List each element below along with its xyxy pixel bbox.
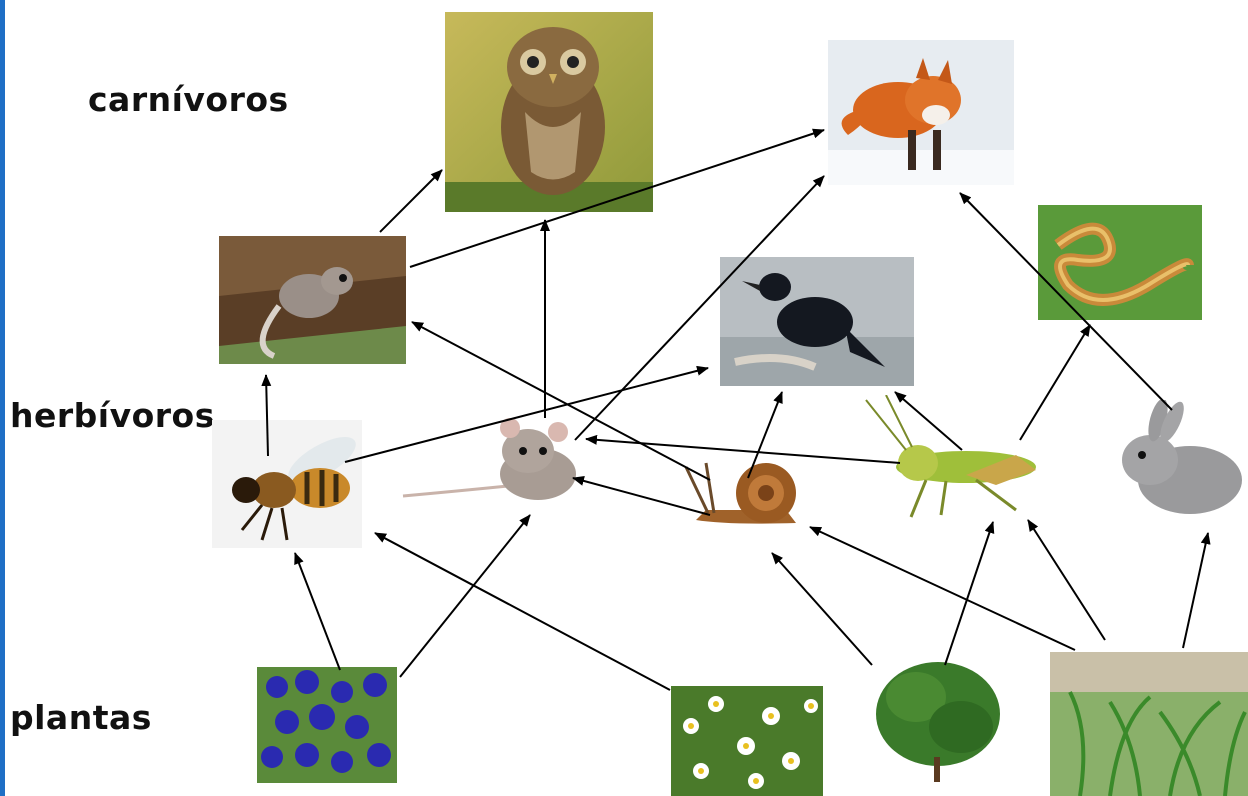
arrow-daisies-to-bee (375, 533, 670, 690)
arrow-mouse-to-fox (575, 176, 824, 440)
arrow-grass-to-snail (810, 527, 1075, 650)
arrow-bee-to-dormouse (266, 375, 268, 456)
arrow-blue-flowers-to-mouse (400, 515, 530, 677)
arrow-dormouse-to-owl (380, 170, 442, 232)
arrow-grasshopper-to-snake (1020, 325, 1090, 440)
arrow-blue-flowers-to-bee (295, 553, 340, 670)
arrow-snail-to-mouse (573, 478, 710, 515)
arrow-snail-to-crow (748, 392, 782, 478)
arrow-grasshopper-to-crow (895, 392, 962, 450)
arrow-rabbit-to-fox (960, 193, 1172, 410)
arrow-shrub-to-snail (772, 553, 872, 665)
arrow-dormouse-to-fox (410, 130, 824, 267)
arrow-grasshopper-to-mouse (586, 439, 900, 463)
arrow-grass-to-grasshopper (1028, 520, 1105, 640)
arrow-grass-to-rabbit (1183, 533, 1208, 648)
